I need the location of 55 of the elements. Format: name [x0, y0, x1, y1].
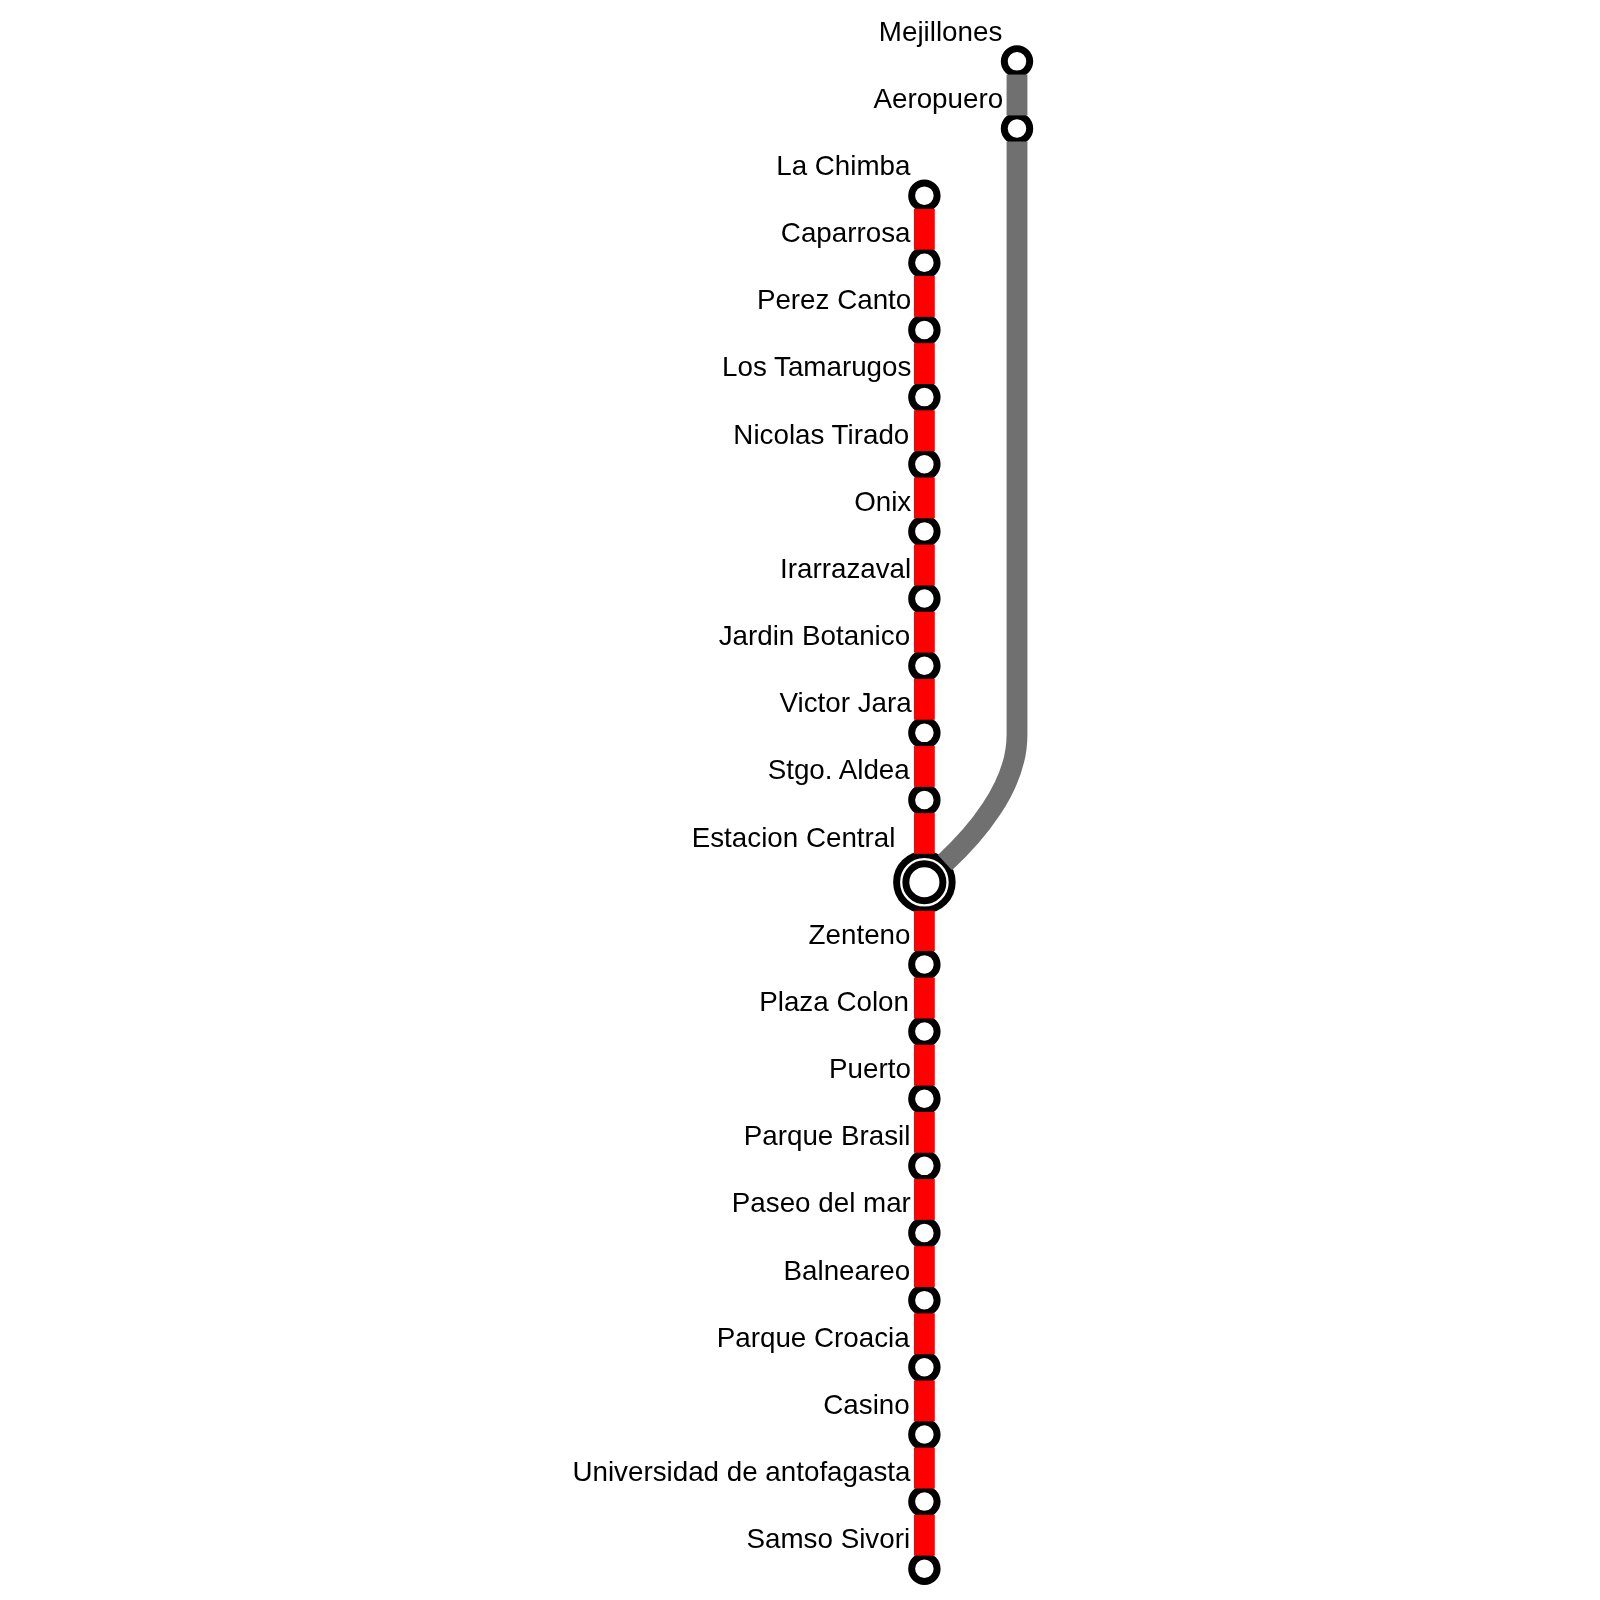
connector: [913, 813, 935, 854]
connector: [913, 343, 935, 384]
connector: [937, 141, 1027, 871]
node-circle: [892, 850, 956, 914]
connector: [913, 1514, 935, 1556]
connector: [913, 977, 935, 1019]
node-label: Puerto: [828, 1053, 911, 1085]
node-label: Samso Sivori: [746, 1523, 910, 1555]
connector: [913, 1313, 935, 1355]
node-label: Aeropuero: [872, 82, 1003, 114]
node-circle: [907, 179, 941, 212]
node-label: Universidad de antofagasta: [571, 1456, 910, 1487]
node-circle: [1000, 112, 1033, 145]
connector: [913, 1380, 935, 1422]
connector: [913, 1111, 935, 1153]
connector: [913, 1044, 935, 1086]
node-label: La Chimba: [775, 150, 910, 182]
connector: [913, 1447, 935, 1489]
connector: [913, 410, 935, 452]
connector: [913, 678, 935, 720]
node-label: Casino: [822, 1388, 910, 1420]
connector: [913, 208, 935, 250]
node-circle: [907, 1015, 941, 1048]
node-label: Perez Canto: [756, 284, 911, 316]
connector: [913, 1246, 935, 1288]
node-label: Zenteno: [808, 918, 910, 950]
node-circle: [1000, 45, 1033, 78]
node-circle: [907, 948, 941, 981]
node-circle: [907, 1418, 941, 1451]
node-label: Stgo. Aldea: [767, 754, 910, 786]
node-label: Parque Croacia: [716, 1321, 910, 1353]
node-label: Mejillones: [878, 15, 1002, 47]
connector: [913, 276, 935, 317]
node-label: Irarrazaval: [779, 552, 911, 584]
node-circle: [907, 1351, 941, 1384]
node-label: Victor Jara: [779, 687, 912, 719]
node-label: Caparrosa: [780, 217, 910, 249]
node-label: Jardin Botanico: [718, 620, 910, 652]
connector: [1006, 74, 1027, 116]
node-label: Estacion Central: [691, 821, 895, 853]
node-label: Los Tamarugos: [721, 351, 911, 383]
node-label: Balneareo: [783, 1254, 910, 1286]
connector: [913, 1179, 935, 1220]
node-label: Paseo del mar: [731, 1187, 911, 1219]
connector: [913, 477, 935, 519]
node-label: Parque Brasil: [743, 1120, 910, 1152]
node-label: Nicolas Tirado: [732, 418, 909, 450]
connector: [913, 910, 935, 951]
connector: [913, 746, 935, 787]
node-label: Onix: [853, 485, 911, 517]
connector: [913, 611, 935, 653]
node-label: Plaza Colon: [758, 985, 909, 1017]
node-circle: [907, 515, 941, 548]
connector: [913, 544, 935, 586]
node-circle: [907, 582, 941, 615]
